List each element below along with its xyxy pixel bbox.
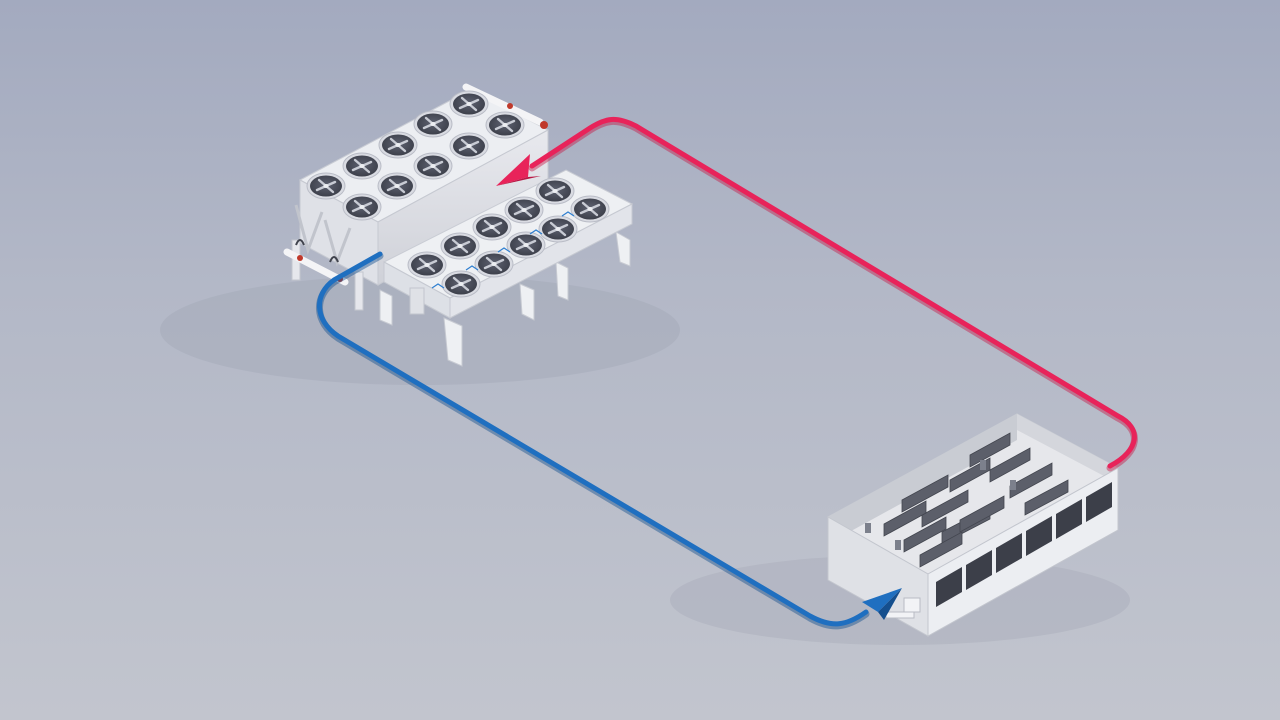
cold-arrow-icon [862,588,902,612]
hot-return-pipe [496,117,1138,472]
hot-arrow-icon [496,154,530,186]
cold-supply-pipe [316,251,902,630]
hall-windows [936,482,1112,607]
data-center-hall [826,413,1120,637]
front-unit-piping [431,211,575,289]
